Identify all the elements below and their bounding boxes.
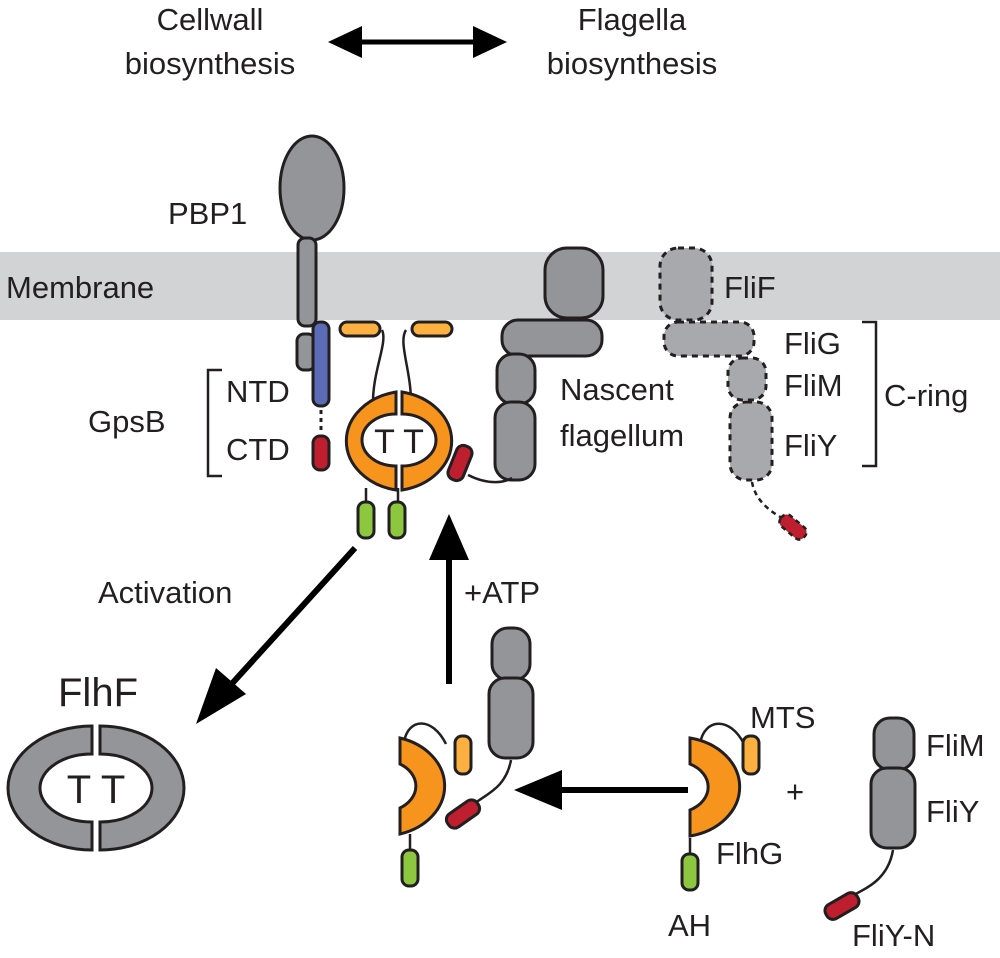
flif-label: FliF [724, 270, 776, 305]
top-double-arrow [328, 26, 507, 58]
flagella-label-2: biosynthesis [547, 46, 718, 81]
ntd-label: NTD [226, 374, 290, 409]
nascent-label-2: flagellum [560, 418, 684, 453]
fliyn-label: FliY-N [852, 918, 935, 953]
fliy-top-label: FliY [784, 428, 837, 463]
ah-label: AH [668, 908, 711, 943]
pbp1-protein [278, 134, 346, 372]
mts-label: MTS [750, 700, 815, 735]
flim-bottom-label: FliM [926, 728, 985, 763]
atp-arrow [429, 514, 469, 684]
c-ring-proteins [658, 246, 808, 541]
cellwall-label-1: Cellwall [157, 2, 264, 37]
complex-tt-label: T T [374, 423, 424, 461]
nascent-label-1: Nascent [560, 372, 674, 407]
gpsb-ntd [311, 320, 331, 408]
pbp1-label: PBP1 [168, 196, 247, 231]
flig-label: FliG [784, 326, 841, 361]
flhg-label: FlhG [716, 836, 783, 871]
plus-label: + [786, 774, 804, 809]
flhf-label: FlhF [58, 671, 138, 715]
membrane-band [0, 252, 1000, 320]
flhg-to-complex-arrow [514, 770, 688, 810]
atp-label: +ATP [464, 575, 540, 610]
flagella-label-1: Flagella [578, 2, 687, 37]
c-ring-bracket [862, 320, 878, 468]
activation-label: Activation [98, 575, 232, 610]
flhf-dimer: T T [6, 724, 186, 852]
flhg-fliy-complex [398, 626, 535, 888]
flim-top-label: FliM [784, 368, 843, 403]
flhg-protein [680, 722, 761, 892]
nascent-flagellum [467, 246, 605, 484]
gpsb-bracket [206, 368, 222, 478]
ctd-label: CTD [226, 432, 290, 467]
activation-arrow [196, 545, 358, 724]
membrane-label: Membrane [6, 270, 154, 305]
cellwall-label-2: biosynthesis [125, 46, 296, 81]
gpsb-ctd [311, 434, 331, 472]
flhf-tt-label: T T [67, 768, 126, 812]
fliy-bottom-label: FliY [926, 794, 979, 829]
gpsb-label: GpsB [88, 404, 166, 439]
flim-fliy-protein [823, 716, 917, 921]
flhf-complex: T T [338, 320, 474, 540]
c-ring-label: C-ring [884, 378, 968, 413]
